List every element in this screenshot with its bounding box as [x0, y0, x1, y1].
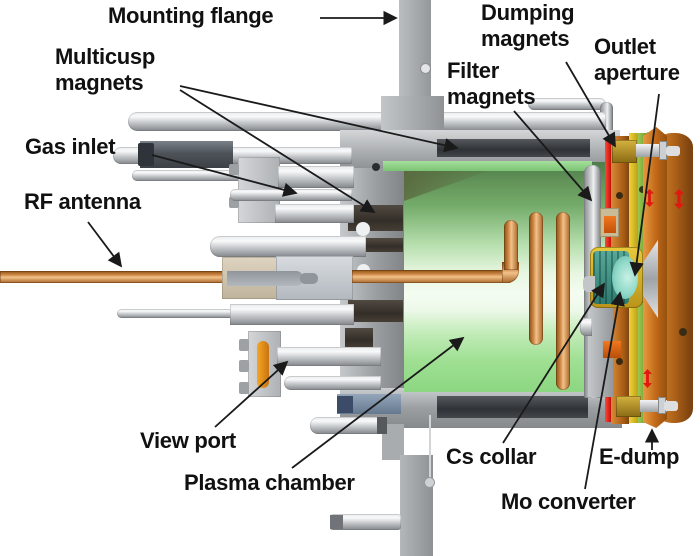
brass-fitting-top — [612, 140, 637, 163]
label-filter-magnets: Filter magnets — [447, 58, 536, 109]
bolt-washer-bottom — [658, 397, 666, 414]
support-leg-lower — [400, 455, 433, 556]
backplate-pin — [372, 163, 380, 171]
backplate-magnet-slab — [345, 328, 373, 348]
clamp-knob-navy — [337, 396, 353, 413]
flange-stud — [239, 339, 249, 351]
antenna-mount-slot-small — [300, 273, 318, 284]
vent-wire — [429, 415, 431, 481]
flange-stud — [239, 360, 249, 372]
label-dumping-magnets: Dumping magnets — [481, 0, 575, 51]
heater-block — [603, 341, 621, 358]
label-rf-antenna: RF antenna — [24, 189, 141, 214]
rf-antenna-rod-internal — [352, 270, 510, 283]
label-mo-converter: Mo converter — [501, 489, 636, 514]
bolt-tip-bottom — [664, 401, 678, 411]
support-nub — [580, 318, 592, 336]
mounting-flange-base — [381, 96, 444, 134]
flange-bolt — [421, 64, 430, 73]
label-mounting-flange: Mounting flange — [108, 3, 274, 28]
rf-antenna-coil-leg — [556, 212, 570, 390]
backplate-magnet-slab — [348, 300, 403, 322]
bolt-tip-top — [666, 146, 680, 156]
flange-stud — [229, 164, 239, 175]
vent-wire-ball — [425, 478, 434, 487]
brass-fitting-bottom — [616, 396, 641, 417]
holder-magnet-dot — [616, 192, 623, 199]
multicusp-magnet-bar-bottom — [437, 396, 588, 418]
rf-antenna-coil-leg — [504, 220, 518, 270]
label-cs-collar: Cs collar — [446, 444, 537, 469]
mo-converter-cap — [612, 256, 638, 299]
multicusp-magnet-bar-top — [437, 139, 590, 157]
holder-magnet-dot — [616, 358, 623, 365]
feedthrough-tube — [278, 166, 354, 188]
probe-rod-body — [230, 304, 354, 325]
e-dump-bolt-dot — [679, 328, 687, 336]
rf-antenna-coil-leg — [529, 212, 543, 345]
bottom-stub-cap — [330, 515, 343, 529]
label-view-port: View port — [140, 428, 236, 453]
bottom-stub-tube — [330, 514, 401, 530]
plasma-chamber-top-edge — [383, 161, 592, 171]
mounting-flange-column — [399, 0, 431, 98]
bolt-washer-top — [659, 141, 667, 160]
feedthrough-tube — [275, 204, 354, 223]
lower-tube-cap — [377, 417, 387, 434]
label-plasma-chamber: Plasma chamber — [184, 470, 355, 495]
view-port-window — [257, 341, 269, 388]
converter-stem — [583, 276, 595, 292]
antenna-mount-slot — [227, 271, 303, 286]
feedthrough-tube — [210, 236, 366, 257]
label-e-dump: E-dump — [599, 444, 680, 469]
arrow-rf-antenna — [87, 221, 123, 268]
gas-inlet-tube — [230, 189, 352, 201]
view-port-tube — [277, 347, 381, 366]
coolant-loop-tube — [528, 98, 606, 110]
lower-tube — [310, 417, 386, 434]
label-multicusp-magnets: Multicusp magnets — [55, 44, 155, 95]
cesium-oven-inset — [604, 216, 616, 233]
rf-antenna-rod-external — [0, 271, 224, 283]
red-polarity-arrow-icon — [643, 369, 652, 388]
label-outlet-aperture: Outlet aperture — [594, 34, 680, 85]
red-polarity-arrow-icon — [674, 189, 684, 209]
clamp-knob — [138, 143, 154, 166]
support-rod-long — [128, 112, 606, 131]
label-gas-inlet: Gas inlet — [25, 134, 116, 159]
backplate-bolt — [356, 222, 370, 236]
flange-stud — [239, 382, 249, 394]
probe-rod-tip — [117, 309, 239, 318]
feedthrough-tube — [284, 376, 381, 390]
